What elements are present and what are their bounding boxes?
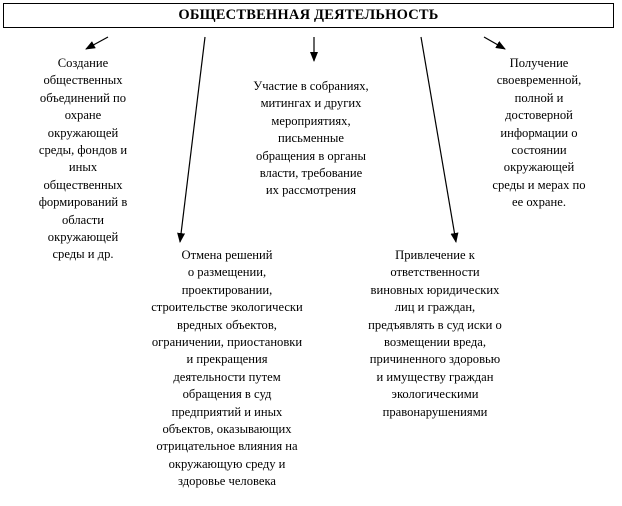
diagram-title: ОБЩЕСТВЕННАЯ ДЕЯТЕЛЬНОСТЬ — [178, 7, 439, 23]
node-public-associations: Создание общественных объединений по охр… — [38, 56, 128, 262]
diagram-title-box: ОБЩЕСТВЕННАЯ ДЕЯТЕЛЬНОСТЬ — [3, 3, 614, 28]
arrow-to-node-3 — [483, 36, 506, 50]
node-cancel-decisions: Отмена решений о размещении, проектирова… — [151, 248, 303, 489]
arrow-to-node-1 — [85, 36, 109, 50]
arrow-to-node-4 — [177, 36, 206, 243]
arrow-to-node-5 — [420, 36, 459, 243]
node-meetings-petitions: Участие в собраниях, митингах и других м… — [253, 79, 369, 198]
node-liability: Привлечение к ответственности виновных ю… — [368, 248, 502, 419]
node-environmental-information: Получение своевременной, полной и достов… — [492, 56, 586, 210]
